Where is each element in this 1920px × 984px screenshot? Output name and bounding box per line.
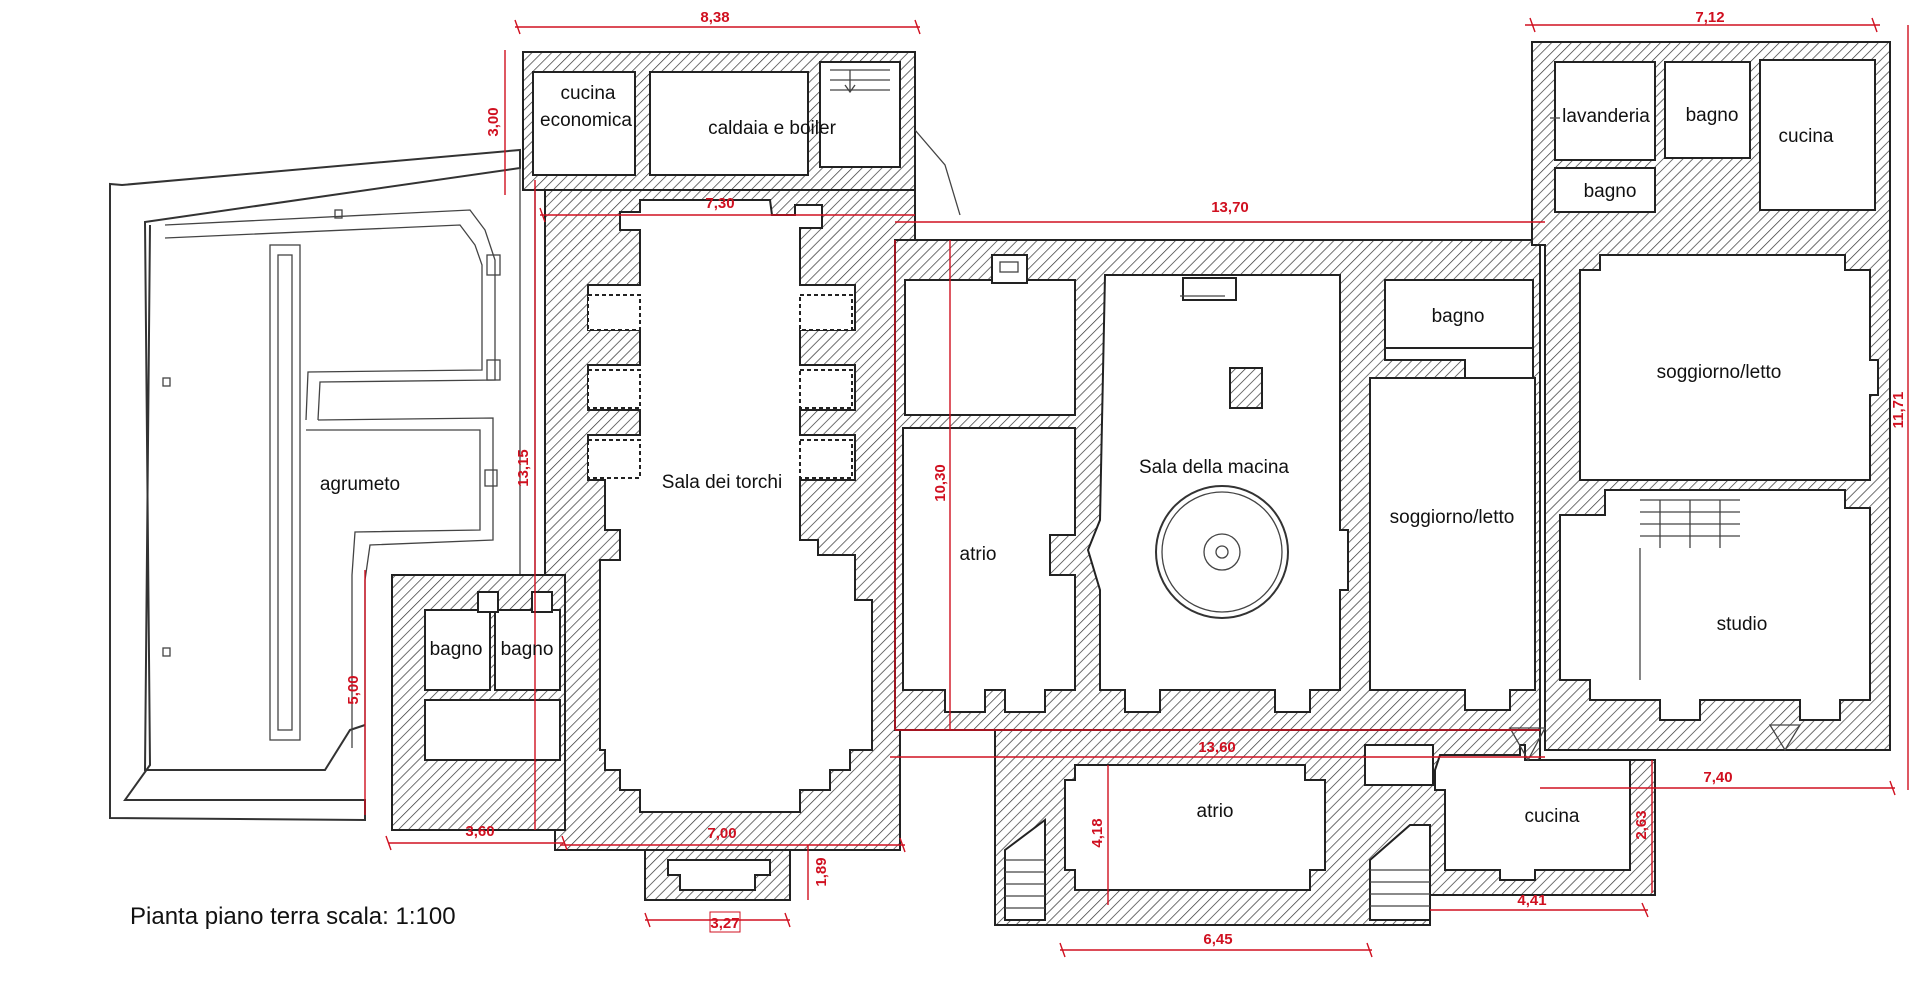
- label-lavanderia: lavanderia: [1562, 106, 1650, 127]
- label-atrio-left: atrio: [960, 544, 997, 565]
- bagni-block: [391, 574, 566, 831]
- label-cucina-economica-2: economica: [540, 110, 632, 131]
- dim-7-40: 7,40: [1703, 769, 1732, 786]
- dim-7-12: 7,12: [1695, 9, 1724, 26]
- label-sala-macina: Sala della macina: [1139, 457, 1289, 478]
- label-agrumeto: agrumeto: [320, 474, 400, 495]
- dim-7-30: 7,30: [705, 195, 734, 212]
- dim-7-00: 7,00: [707, 825, 736, 842]
- label-atrio-bottom: atrio: [1197, 801, 1234, 822]
- dim-13-15: 13,15: [515, 449, 532, 487]
- dimensions: 8,38 3,00 7,30 13,70 7,12 11,71 13,15 10…: [345, 9, 1909, 958]
- label-bagno-mid: bagno: [1432, 306, 1485, 327]
- dim-6-45: 6,45: [1203, 931, 1232, 948]
- plan-caption: Pianta piano terra scala: 1:100: [130, 903, 456, 930]
- dim-8-38: 8,38: [700, 9, 729, 26]
- dim-3-27: 3,27: [710, 915, 739, 932]
- dim-1-89: 1,89: [813, 857, 830, 886]
- label-sala-torchi: Sala dei torchi: [662, 472, 782, 493]
- dim-3-60: 3,60: [465, 823, 494, 840]
- service-block: [522, 51, 961, 216]
- label-soggiorno-right: soggiorno/letto: [1657, 362, 1782, 383]
- dim-13-70: 13,70: [1211, 199, 1249, 216]
- label-caldaia-boiler: caldaia e boiler: [708, 118, 836, 139]
- dim-4-18: 4,18: [1089, 818, 1106, 847]
- label-cucina-bottom: cucina: [1525, 806, 1580, 827]
- dim-11-71: 11,71: [1890, 392, 1907, 429]
- right-block: [1531, 41, 1891, 752]
- label-studio: studio: [1717, 614, 1768, 635]
- label-bagno-right-top: bagno: [1686, 105, 1739, 126]
- label-soggiorno-mid: soggiorno/letto: [1390, 507, 1515, 528]
- room-labels: cucina economica caldaia e boiler agrume…: [320, 83, 1834, 827]
- label-bagno-left-2: bagno: [501, 639, 554, 660]
- label-cucina-right: cucina: [1779, 126, 1834, 147]
- label-bagno-left-1: bagno: [430, 639, 483, 660]
- label-bagno-right-small: bagno: [1584, 181, 1637, 202]
- dim-4-41: 4,41: [1517, 892, 1546, 909]
- dim-5-00: 5,00: [345, 675, 362, 704]
- dim-2-63: 2,63: [1633, 810, 1650, 839]
- bottom-block: [994, 727, 1656, 926]
- label-cucina-economica-1: cucina: [561, 83, 616, 104]
- dim-3-00: 3,00: [485, 107, 502, 136]
- dim-13-60: 13,60: [1198, 739, 1236, 756]
- sala-torchi-block: [544, 189, 916, 901]
- dim-10-30: 10,30: [932, 464, 949, 502]
- middle-block: [894, 239, 1541, 731]
